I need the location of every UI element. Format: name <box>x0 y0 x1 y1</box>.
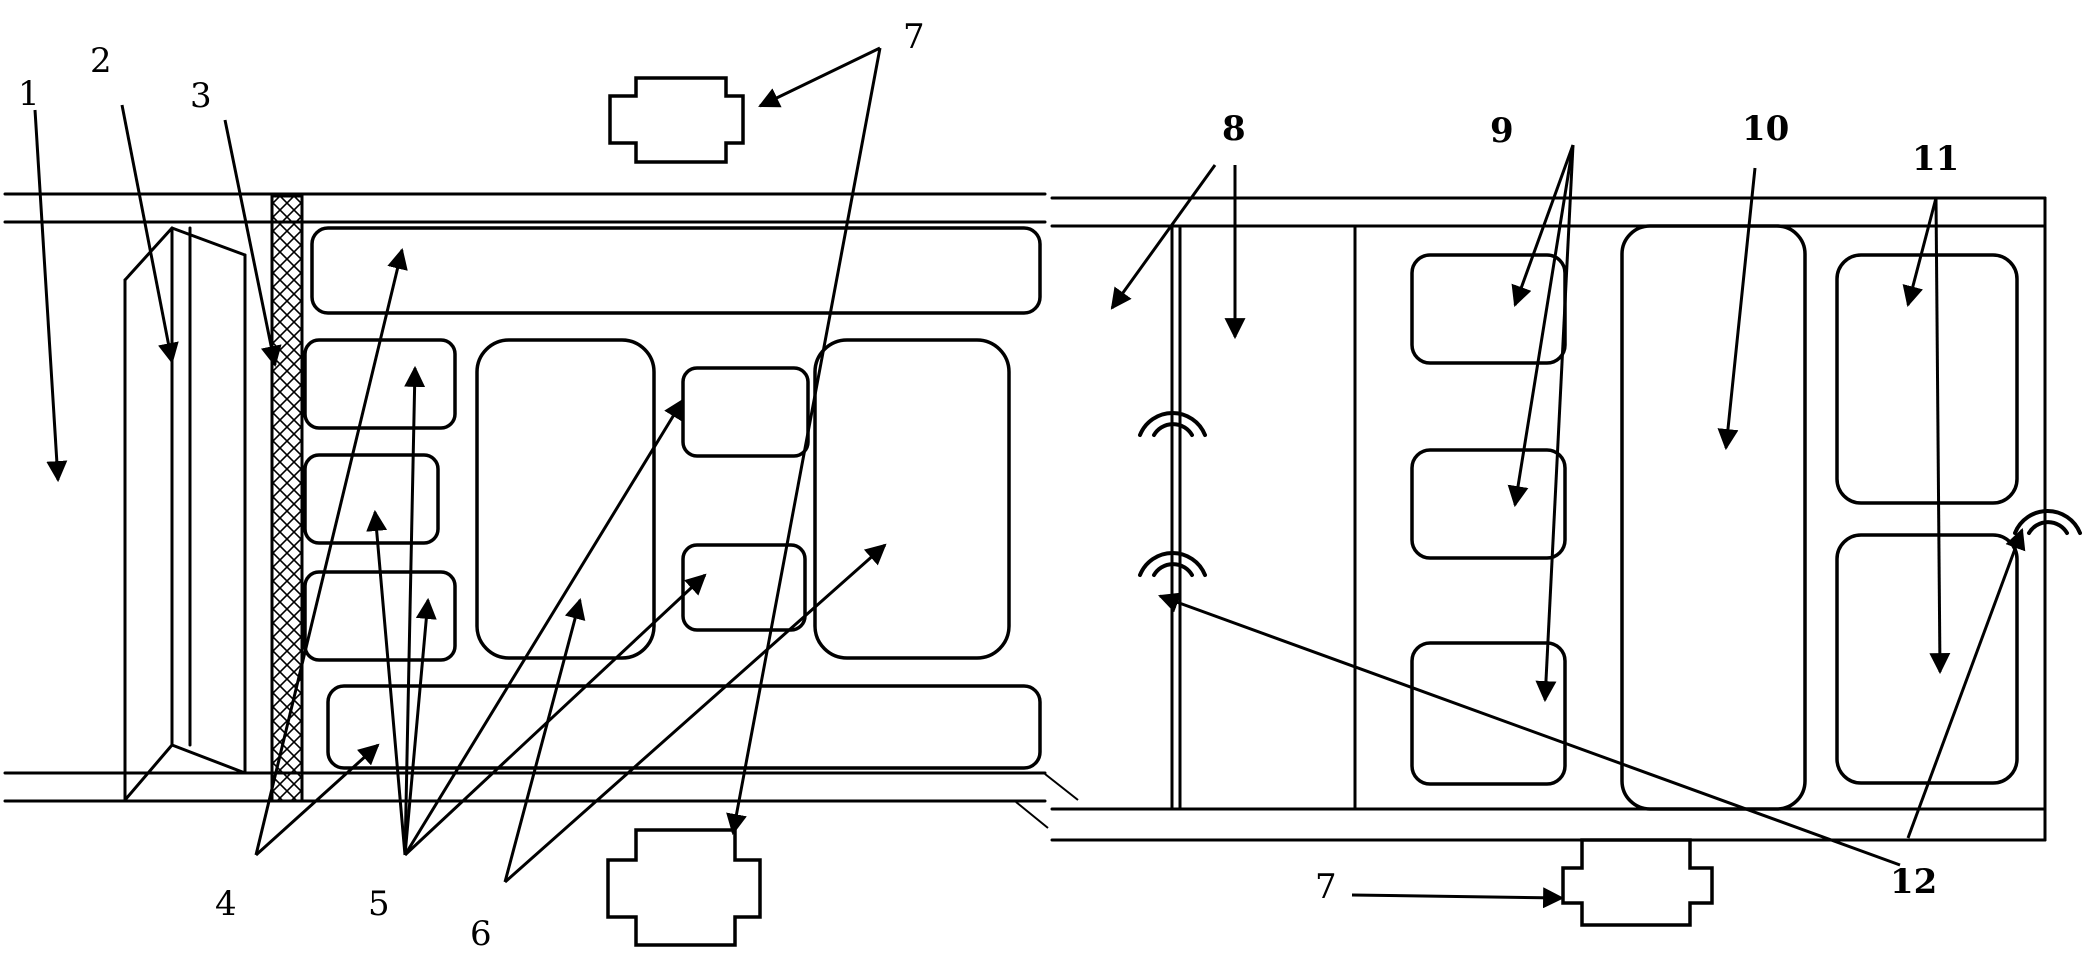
label-6: 6 <box>470 914 492 954</box>
hook-upper <box>1138 411 1207 437</box>
medium-box-upper <box>681 366 810 458</box>
leader-arrows <box>33 46 2026 909</box>
label-9: 9 <box>1490 111 1514 151</box>
hook-right <box>2013 509 2082 535</box>
medium-box-lower <box>681 543 807 632</box>
label-10: 10 <box>1742 109 1789 149</box>
label-3: 3 <box>190 76 212 116</box>
box-9-middle <box>1410 448 1567 560</box>
label-7-bottom: 7 <box>1315 867 1337 907</box>
label-4: 4 <box>215 884 237 924</box>
connector-bottom-left <box>606 828 762 947</box>
box-9-upper <box>1410 253 1567 365</box>
left-section <box>3 76 1047 947</box>
label-11: 11 <box>1912 139 1959 179</box>
box-11-upper <box>1835 253 2019 505</box>
tall-box-10 <box>1620 224 1807 811</box>
label-1: 1 <box>18 74 40 114</box>
right-section <box>1050 196 2082 927</box>
hook-middle <box>1138 551 1207 577</box>
callout-labels: 1 2 3 4 5 6 7 7 8 9 10 11 12 <box>18 17 1959 954</box>
label-5: 5 <box>368 884 390 924</box>
small-box-middle <box>303 453 440 545</box>
long-box-bottom <box>326 684 1042 770</box>
small-box-upper <box>303 338 457 430</box>
box-9-lower <box>1410 641 1567 786</box>
hatched-partition-wall <box>270 194 304 803</box>
box-11-lower <box>1835 533 2019 785</box>
connector-top <box>608 76 745 164</box>
label-2: 2 <box>90 41 112 81</box>
section-break-lines <box>1015 773 1079 829</box>
label-8: 8 <box>1222 109 1246 149</box>
connector-bottom-right <box>1561 838 1714 927</box>
door-panel <box>123 226 247 802</box>
tall-box-left <box>475 338 656 660</box>
long-box-top <box>310 226 1042 315</box>
label-12: 12 <box>1890 862 1937 902</box>
tall-box-right <box>813 338 1011 660</box>
label-7-top: 7 <box>903 17 925 57</box>
